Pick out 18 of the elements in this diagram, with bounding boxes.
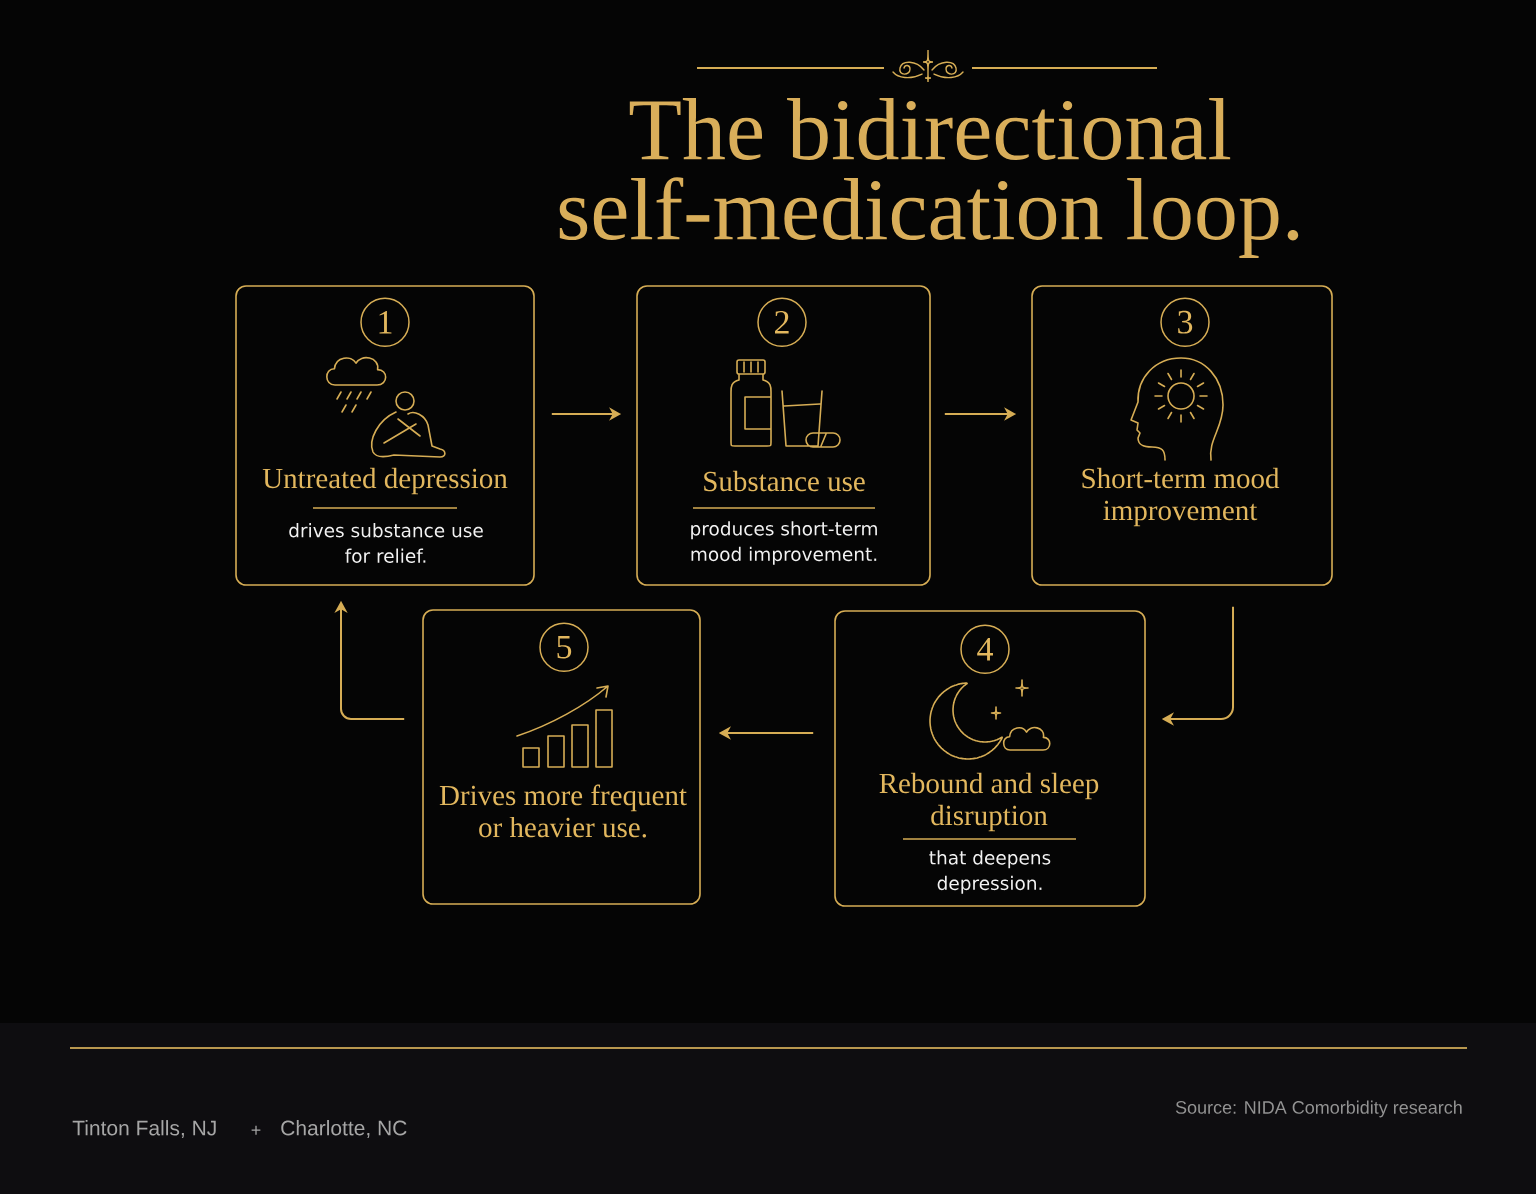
- step-box: [422, 609, 701, 905]
- step-box: [636, 285, 931, 586]
- step-box: [834, 610, 1146, 907]
- step-description: produces short-term mood improvement.: [691, 521, 877, 565]
- step-title: Short-term mood improvement: [1082, 467, 1280, 527]
- location-text: Charlotte, NC: [281, 1120, 407, 1138]
- source-note: Source: NIDA Comorbidity research: [1175, 1100, 1462, 1118]
- step-title: Substance use: [704, 470, 865, 492]
- step-description: drives substance use for relief.: [289, 523, 483, 563]
- step-title: Drives more frequent or heavier use.: [439, 784, 687, 838]
- title: The bidirectional self-medication loop.: [559, 98, 1299, 258]
- separator-text: +: [251, 1125, 261, 1135]
- step-title: Untreated depression: [262, 467, 508, 495]
- step-box: [1031, 285, 1333, 586]
- step-description: that deepens depression.: [929, 850, 1051, 894]
- step-box: [235, 285, 535, 586]
- step-title: Rebound and sleep disruption: [879, 772, 1099, 832]
- location-text: Tinton Falls, NJ: [72, 1120, 216, 1138]
